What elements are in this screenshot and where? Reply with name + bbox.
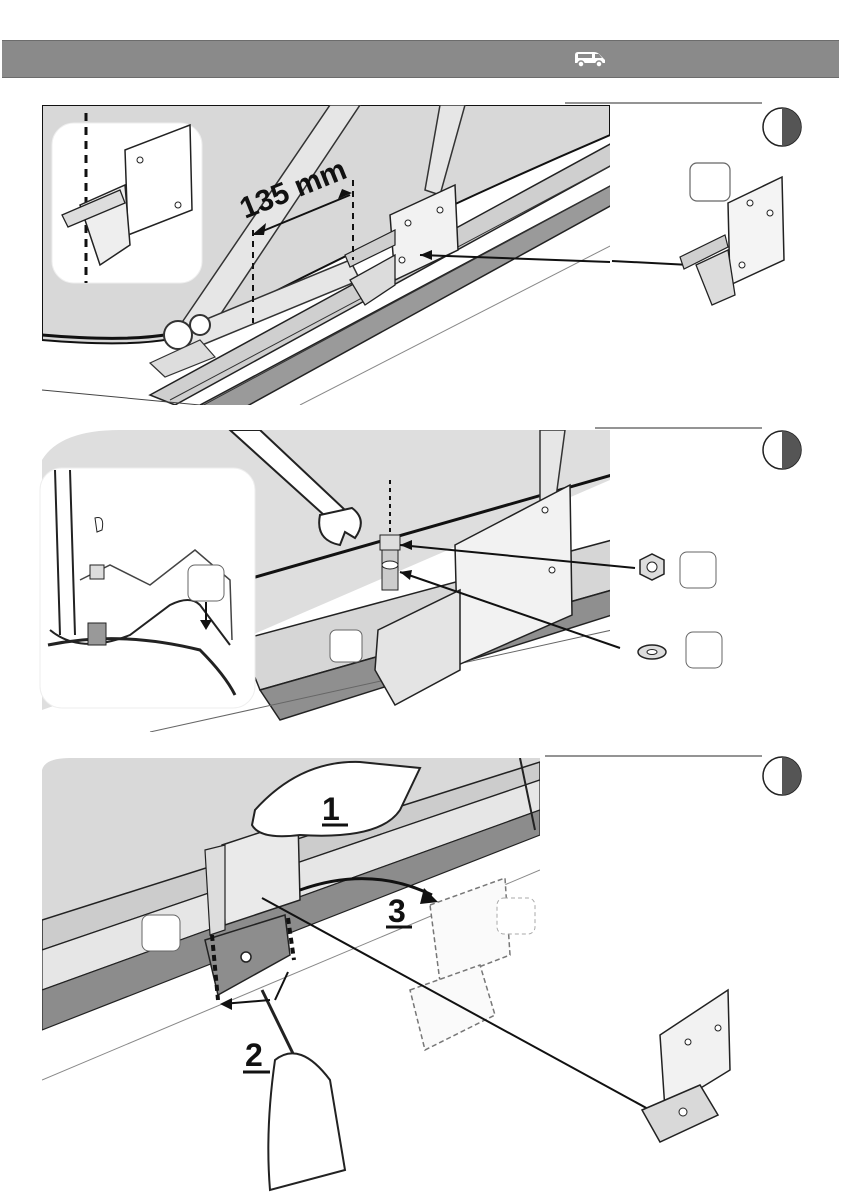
half-circle-icon (763, 757, 801, 795)
step-panel-2 (0, 420, 843, 740)
bracket-part-1 (680, 163, 784, 305)
step-panel-1: 135 mm (0, 95, 843, 410)
part-number-box (142, 915, 180, 951)
part-number-box (497, 898, 535, 934)
callout-3: 3 (388, 893, 406, 929)
part-number-box (188, 565, 224, 601)
part-number-box (330, 630, 362, 662)
nut-part (640, 552, 716, 588)
callout-2: 2 (245, 1037, 263, 1073)
van-icon (572, 49, 608, 74)
washer-part (638, 632, 722, 668)
bracket-part-3 (642, 990, 730, 1142)
part-number-box (690, 163, 730, 201)
half-circle-icon (763, 108, 801, 146)
part-number-box (680, 552, 716, 588)
inset-detail-1 (52, 113, 202, 283)
half-circle-icon (763, 431, 801, 469)
callout-1: 1 (322, 791, 340, 827)
header-bar (2, 40, 839, 78)
part-number-box (686, 632, 722, 668)
inset-detail-2 (40, 468, 255, 708)
step-panel-3: 1 2 3 (0, 750, 843, 1192)
